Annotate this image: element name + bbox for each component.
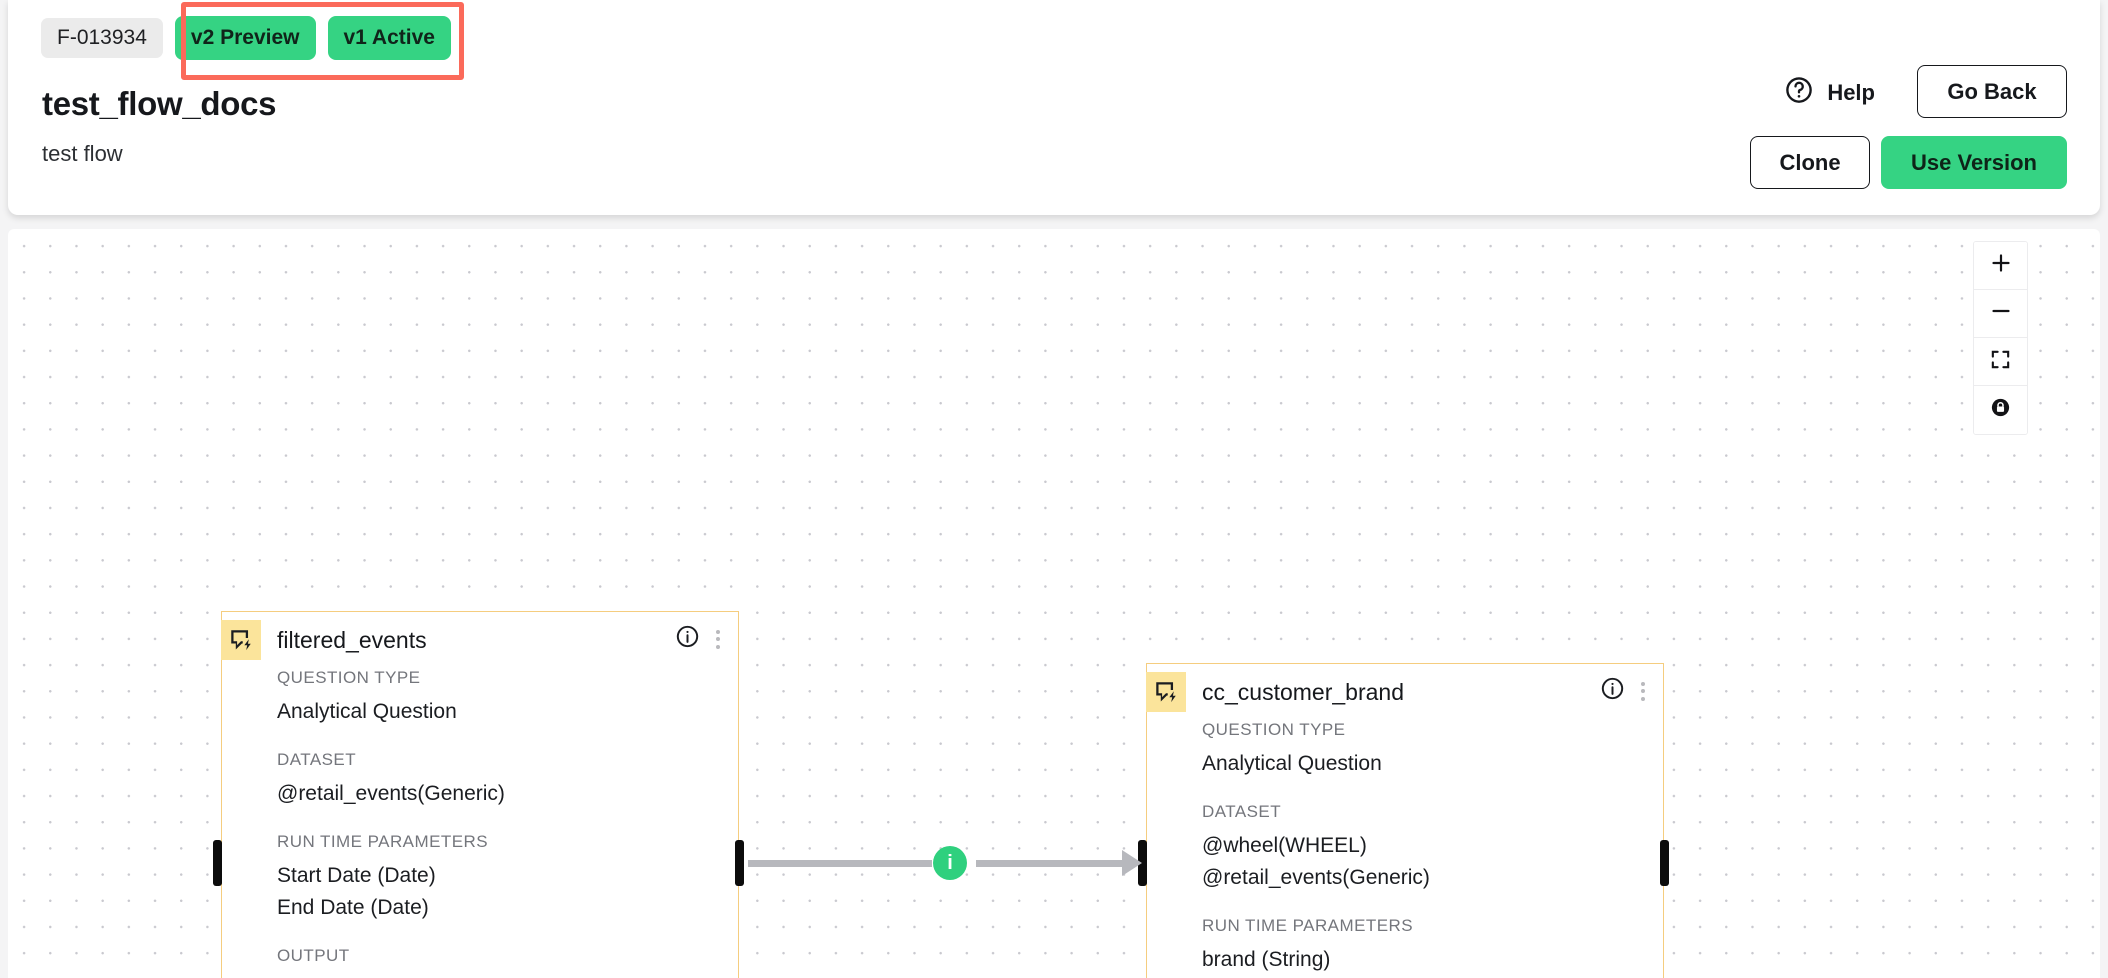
badge-v1-active[interactable]: v1 Active bbox=[327, 16, 451, 60]
header-badge-row: F-013934 v2 Preview v1 Active bbox=[41, 16, 451, 60]
section-value: brand (String) bbox=[1202, 947, 1331, 971]
plus-icon bbox=[1989, 251, 2013, 280]
question-lightning-icon bbox=[221, 619, 261, 660]
question-lightning-icon bbox=[1146, 671, 1186, 712]
node-section: DATASET @retail_events(Generic) bbox=[277, 750, 738, 810]
section-value: @wheel(WHEEL) bbox=[1202, 833, 1367, 857]
node-handle-right-1[interactable] bbox=[735, 840, 744, 886]
section-value: Start Date (Date) bbox=[277, 863, 436, 887]
node-title: cc_customer_brand bbox=[1202, 678, 1404, 705]
more-options-icon[interactable] bbox=[710, 626, 726, 653]
node-section: RUN TIME PARAMETERS brand (String) bbox=[1202, 916, 1663, 976]
go-back-button[interactable]: Go Back bbox=[1917, 65, 2067, 118]
node-header: cc_customer_brand bbox=[1146, 664, 1663, 720]
section-value: Analytical Question bbox=[277, 700, 457, 723]
page-header: F-013934 v2 Preview v1 Active test_flow_… bbox=[8, 0, 2100, 215]
section-value: @retail_events(Generic) bbox=[1202, 865, 1430, 889]
page-subtitle: test flow bbox=[42, 141, 123, 166]
edge-line-left bbox=[748, 860, 932, 867]
flow-node-cc-customer-brand[interactable]: cc_customer_brand QUESTION TYPE Ana bbox=[1146, 663, 1664, 978]
node-section: OUTPUT Event Date (Date) Brand (String) … bbox=[277, 946, 738, 978]
edge-line-right bbox=[976, 860, 1124, 867]
node-section: RUN TIME PARAMETERS Start Date (Date) En… bbox=[277, 832, 738, 924]
clone-button[interactable]: Clone bbox=[1750, 136, 1870, 189]
edge-arrowhead bbox=[1122, 850, 1142, 876]
node-section: QUESTION TYPE Analytical Question bbox=[277, 668, 738, 728]
help-label: Help bbox=[1827, 79, 1875, 105]
zoom-in-button[interactable] bbox=[1974, 242, 2027, 290]
fit-screen-icon bbox=[1989, 348, 2012, 376]
help-button[interactable]: Help bbox=[1784, 75, 1875, 110]
section-label: RUN TIME PARAMETERS bbox=[1202, 915, 1413, 935]
page-title: test_flow_docs bbox=[42, 85, 277, 122]
section-label: DATASET bbox=[277, 749, 357, 769]
node-handle-left-1[interactable] bbox=[213, 840, 222, 886]
zoom-out-button[interactable] bbox=[1974, 290, 2027, 338]
section-label: DATASET bbox=[1202, 801, 1282, 821]
lock-button[interactable] bbox=[1974, 386, 2027, 434]
fit-view-button[interactable] bbox=[1974, 338, 2027, 386]
use-version-button[interactable]: Use Version bbox=[1881, 136, 2067, 189]
more-options-icon[interactable] bbox=[1635, 678, 1651, 705]
info-icon[interactable] bbox=[1600, 676, 1625, 706]
info-icon[interactable] bbox=[675, 624, 700, 654]
node-actions bbox=[1600, 676, 1651, 706]
section-value: Analytical Question bbox=[1202, 752, 1382, 775]
section-value: @retail_events(Generic) bbox=[277, 781, 505, 805]
flow-id-badge: F-013934 bbox=[41, 18, 163, 58]
badge-v2-preview[interactable]: v2 Preview bbox=[174, 16, 316, 60]
edge-info-badge[interactable]: i bbox=[933, 846, 967, 880]
section-value: Event Date (Date) bbox=[277, 974, 738, 978]
node-handle-right-2[interactable] bbox=[1660, 840, 1669, 886]
section-label: RUN TIME PARAMETERS bbox=[277, 831, 488, 851]
lock-icon bbox=[1989, 396, 2012, 424]
flow-canvas[interactable]: filtered_events QUESTION TYPE Analy bbox=[8, 229, 2100, 978]
minus-icon bbox=[1989, 299, 2013, 328]
node-body: QUESTION TYPE Analytical Question DATASE… bbox=[1147, 720, 1663, 978]
zoom-controls-panel bbox=[1973, 241, 2028, 435]
section-label: QUESTION TYPE bbox=[1202, 720, 1346, 739]
node-header: filtered_events bbox=[221, 612, 738, 668]
section-label: QUESTION TYPE bbox=[277, 668, 421, 687]
node-section: QUESTION TYPE Analytical Question bbox=[1202, 720, 1663, 780]
section-label: OUTPUT bbox=[277, 945, 350, 965]
node-actions bbox=[675, 624, 726, 654]
section-value: End Date (Date) bbox=[277, 895, 429, 919]
flow-node-filtered-events[interactable]: filtered_events QUESTION TYPE Analy bbox=[221, 611, 739, 978]
node-title: filtered_events bbox=[277, 626, 427, 653]
node-body: QUESTION TYPE Analytical Question DATASE… bbox=[222, 668, 738, 978]
help-circle-icon bbox=[1784, 75, 1814, 110]
node-section: DATASET @wheel(WHEEL) @retail_events(Gen… bbox=[1202, 802, 1663, 894]
node-handle-left-2[interactable] bbox=[1138, 840, 1147, 886]
